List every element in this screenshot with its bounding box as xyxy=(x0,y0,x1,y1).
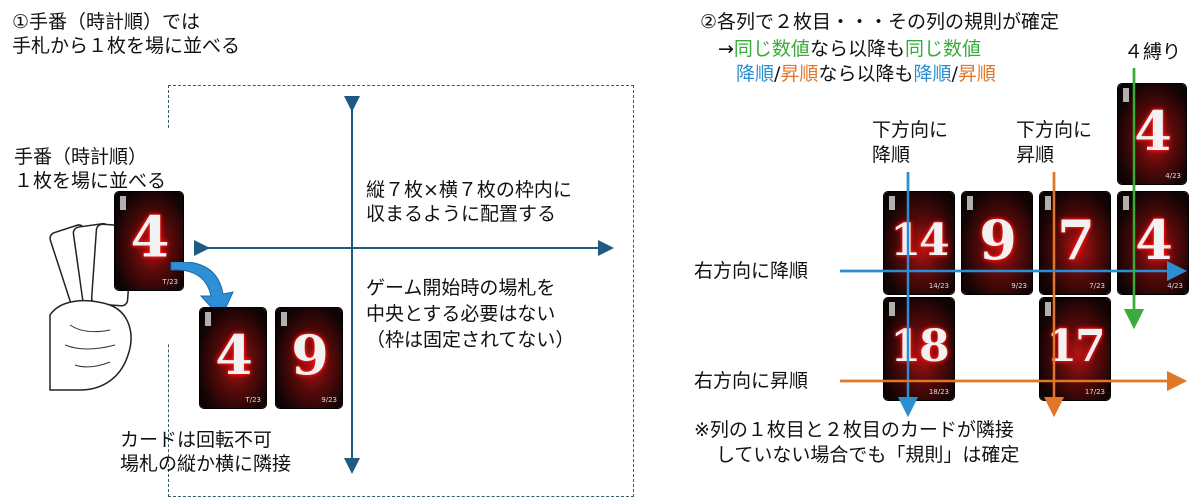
down-desc-label-line2: 降順 xyxy=(872,144,911,166)
note-line1: ※列の１枚目と２枚目のカードが隣接 xyxy=(694,419,1014,441)
card-row1-col3[interactable]: 7 7/23 xyxy=(1040,192,1110,294)
asc-text: 昇順 xyxy=(780,63,819,85)
card-row2-col1[interactable]: 18 18/23 xyxy=(884,298,954,400)
board-rule-line1: 縦７枚×横７枚の枠内に xyxy=(366,179,572,201)
step2-title: ②各列で２枚目・・・その列の規則が確定 xyxy=(700,11,1060,33)
desc-text: 降順 xyxy=(736,63,775,85)
right-asc-label: 右方向に昇順 xyxy=(694,370,809,392)
asc-text: 昇順 xyxy=(957,63,996,85)
card-row1-col4[interactable]: 4 4/23 xyxy=(1118,192,1188,294)
same-value-text: 同じ数値 xyxy=(733,38,810,60)
down-asc-label-line1: 下方向に xyxy=(1016,119,1093,141)
start-rule-line1: ゲーム開始時の場札を xyxy=(366,277,556,299)
placed-card[interactable]: 9 9/23 xyxy=(276,308,342,408)
hand-label-line1: 手番（時計順） xyxy=(14,146,148,168)
desc-text: 降順 xyxy=(913,63,952,85)
start-rule-line2: 中央とする必要はない xyxy=(366,303,556,325)
card-row1-col1[interactable]: 14 14/23 xyxy=(884,192,954,294)
mid-text: なら以降も xyxy=(809,38,905,60)
placed-card[interactable]: 4 T/23 xyxy=(200,308,266,408)
step1-title-line1: ①手番（時計順）では xyxy=(12,11,201,33)
start-rule-line3: （枠は固定されてない） xyxy=(366,329,575,351)
card-number: 9 xyxy=(979,207,1017,272)
placed-card-number: 9 xyxy=(291,322,329,387)
placement-rule-line1: カードは回転不可 xyxy=(120,429,273,451)
step1-title-line2: 手札から１枚を場に並べる xyxy=(12,35,241,57)
hand-label-line2: １枚を場に並べる xyxy=(14,170,167,192)
down-asc-label-line2: 昇順 xyxy=(1016,144,1055,166)
fours-label: ４縛り xyxy=(1124,41,1182,63)
card-number: 17 xyxy=(1046,320,1105,372)
card-number: 18 xyxy=(890,320,949,372)
hand-card[interactable]: 4 T/23 xyxy=(115,192,183,290)
board-rule-line2: 収まるように配置する xyxy=(366,203,557,225)
card-number: 7 xyxy=(1057,207,1095,272)
card-row2-col3[interactable]: 17 17/23 xyxy=(1040,298,1110,400)
card-number: 4 xyxy=(1135,207,1173,272)
hand-card-number: 4 xyxy=(130,204,170,271)
card-four-top[interactable]: 4 4/23 xyxy=(1118,84,1186,184)
card-number: 4 xyxy=(1134,98,1172,163)
play-card-arrow xyxy=(170,262,234,319)
note-line2: していない場合でも「規則」は確定 xyxy=(716,444,1020,466)
mid-text: なら以降も xyxy=(818,63,914,85)
step2-line2: 降順/昇順なら以降も降順/昇順 xyxy=(736,62,996,86)
card-number: 14 xyxy=(890,214,949,266)
placed-card-number: 4 xyxy=(215,322,253,387)
card-row1-col2[interactable]: 9 9/23 xyxy=(962,192,1032,294)
arrow-text: → xyxy=(718,38,734,60)
placement-rule-line2: 場札の縦か横に隣接 xyxy=(120,453,292,475)
right-desc-label: 右方向に降順 xyxy=(694,260,809,282)
down-desc-label-line1: 下方向に xyxy=(872,119,949,141)
same-value-text: 同じ数値 xyxy=(904,38,981,60)
step2-line1: →同じ数値なら以降も同じ数値 xyxy=(718,37,981,61)
slash-text: / xyxy=(951,63,958,85)
slash-text: / xyxy=(774,63,781,85)
